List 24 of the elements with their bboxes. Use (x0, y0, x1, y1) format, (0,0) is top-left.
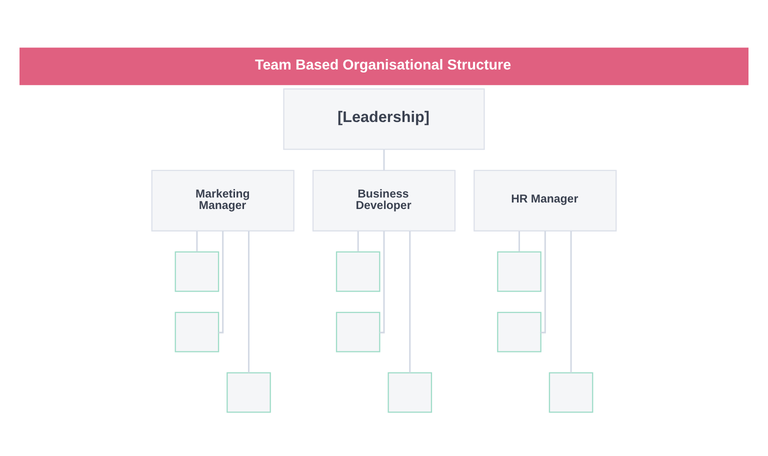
connector (570, 231, 572, 373)
node-box (388, 372, 432, 413)
node-box (174, 312, 220, 352)
connector (383, 150, 385, 170)
node-box: Business Developer (312, 170, 456, 232)
connector (218, 230, 224, 334)
diagram-title: Team Based Organisational Structure (254, 57, 512, 74)
connector (540, 230, 546, 334)
connector (248, 231, 250, 373)
node-box (226, 372, 271, 413)
node-box (336, 251, 380, 292)
node-box (174, 251, 220, 292)
connector (409, 231, 411, 373)
node-box (548, 372, 594, 413)
node-box: Marketing Manager (151, 170, 294, 232)
connector (380, 230, 385, 334)
node-box (336, 312, 380, 352)
connector (357, 231, 359, 252)
node-box (497, 251, 542, 292)
connector (518, 231, 520, 252)
connector (196, 231, 198, 252)
node-box (497, 312, 542, 352)
node-box: HR Manager (474, 170, 617, 232)
node-box: [Leadership] (283, 88, 485, 150)
